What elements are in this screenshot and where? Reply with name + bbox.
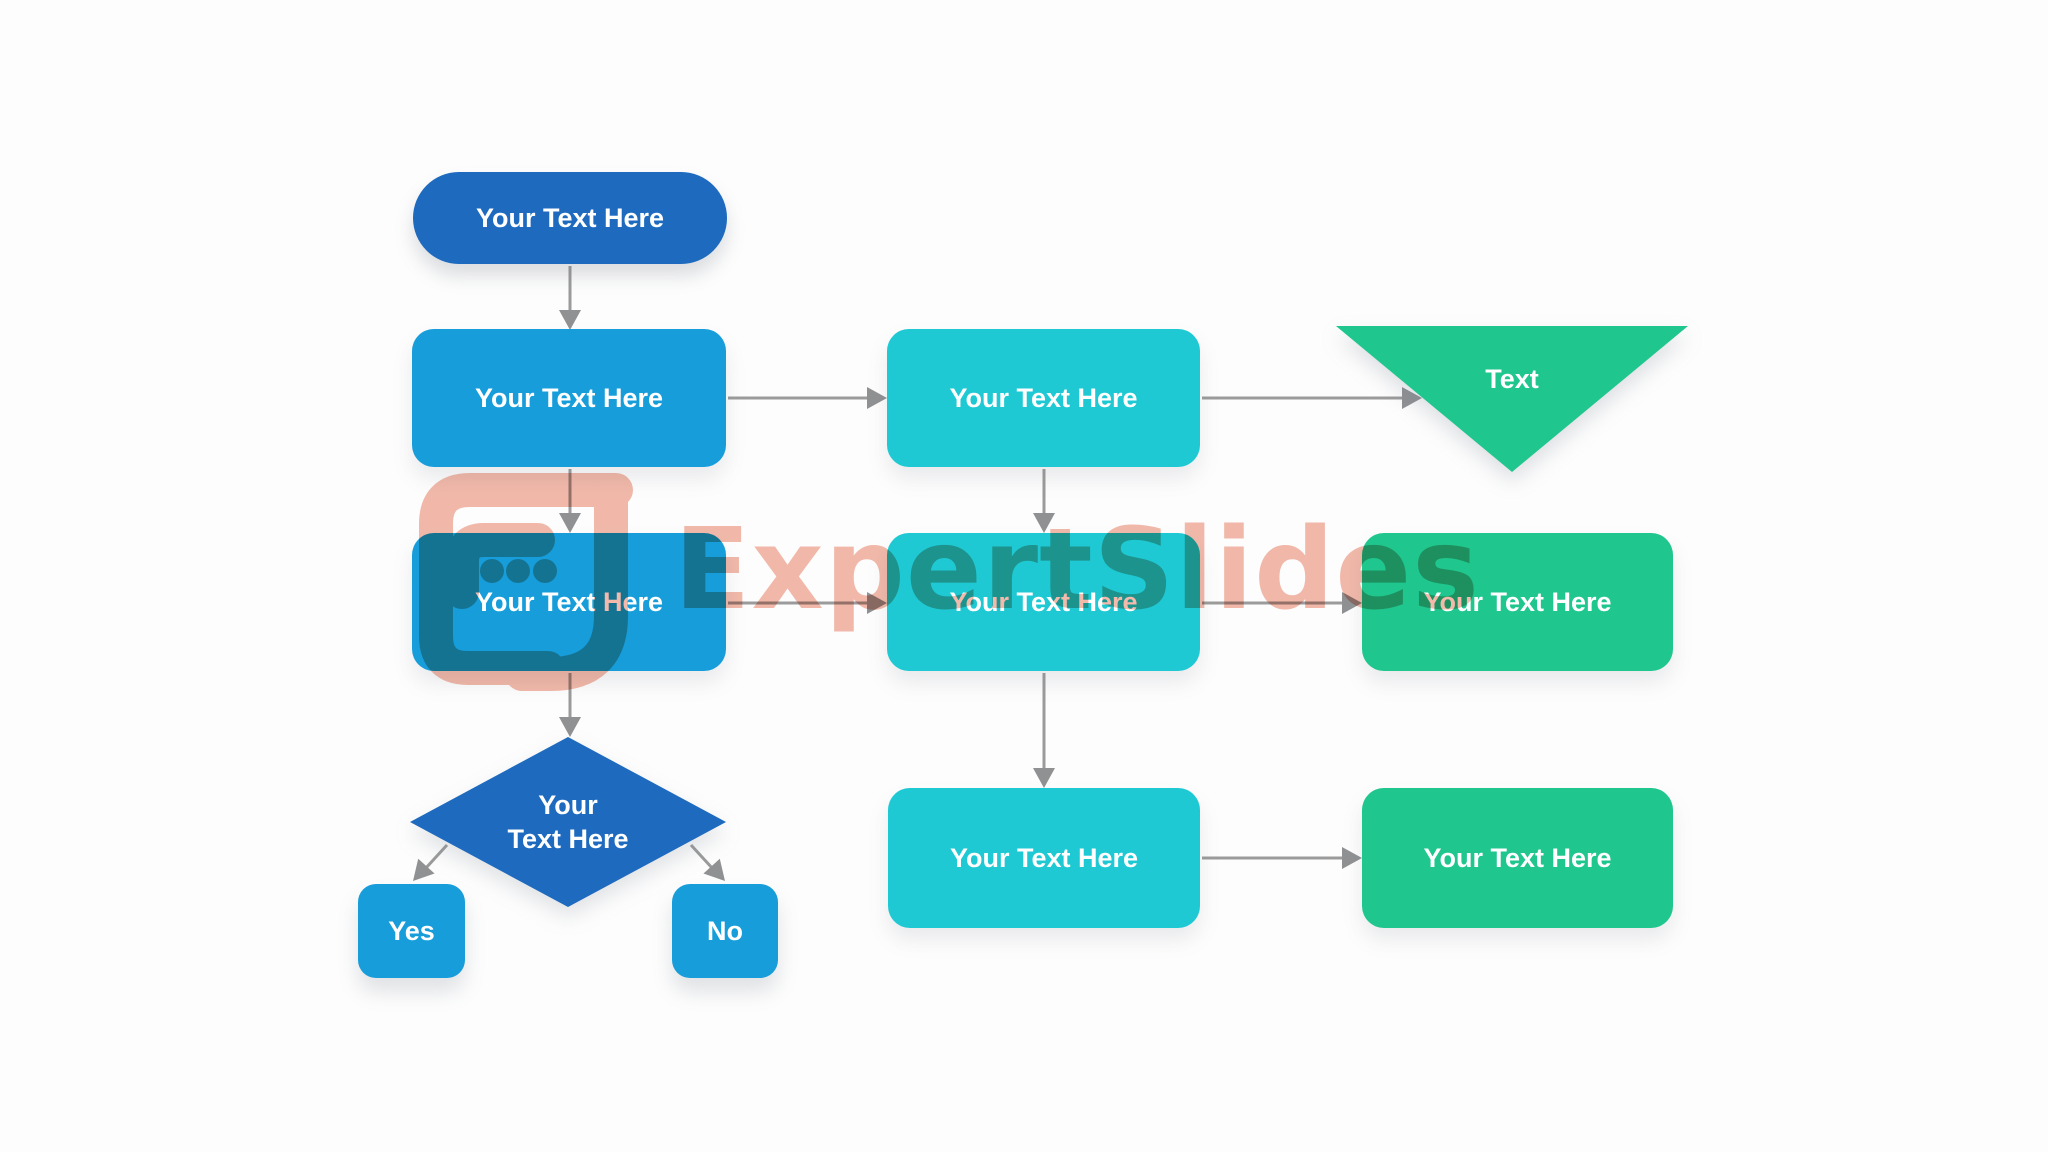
process-node-label: Your Text Here <box>949 842 1139 873</box>
start-node-label: Your Text Here <box>475 202 665 233</box>
no-node: No <box>672 884 778 978</box>
decision-label-line1: Your <box>538 790 598 820</box>
decision-label-line2: Text Here <box>507 824 629 854</box>
connector-left1-left2 <box>559 469 581 533</box>
process-node-label: Your Text Here <box>474 586 664 617</box>
process-node-left-2: Your Text Here <box>412 533 726 671</box>
process-node-left-1: Your Text Here <box>412 329 726 467</box>
terminator-triangle-node: Text <box>1336 326 1688 472</box>
process-node-label: Your Text Here <box>474 382 664 413</box>
process-node-right-3: Your Text Here <box>1362 788 1673 928</box>
connector-mid3-right3 <box>1202 847 1362 869</box>
connector-left2-decision <box>559 673 581 737</box>
decision-node: Your Text Here <box>410 737 726 907</box>
connector-mid2-right2 <box>1202 592 1362 614</box>
process-node-label: Your Text Here <box>1423 586 1612 617</box>
process-node-label: Your Text Here <box>949 382 1138 413</box>
connector-left2-mid2 <box>728 592 887 614</box>
yes-node-label: Yes <box>388 915 435 946</box>
process-node-label: Your Text Here <box>1423 842 1612 873</box>
connector-mid1-mid2 <box>1033 469 1055 533</box>
connector-start-left1 <box>559 266 581 330</box>
connector-mid2-mid3 <box>1033 673 1055 788</box>
process-node-mid-2: Your Text Here <box>887 533 1200 671</box>
process-node-mid-1: Your Text Here <box>887 329 1200 467</box>
process-node-label: Your Text Here <box>949 586 1138 617</box>
triangle-shape: Text <box>1336 326 1688 472</box>
start-node: Your Text Here <box>413 172 727 264</box>
process-node-mid-3: Your Text Here <box>888 788 1200 928</box>
process-node-right-2: Your Text Here <box>1362 533 1673 671</box>
triangle-label: Text <box>1485 364 1539 394</box>
connector-left1-mid1 <box>728 387 887 409</box>
no-node-label: No <box>707 915 743 946</box>
diamond-shape: Your Text Here <box>410 737 726 907</box>
yes-node: Yes <box>358 884 465 978</box>
